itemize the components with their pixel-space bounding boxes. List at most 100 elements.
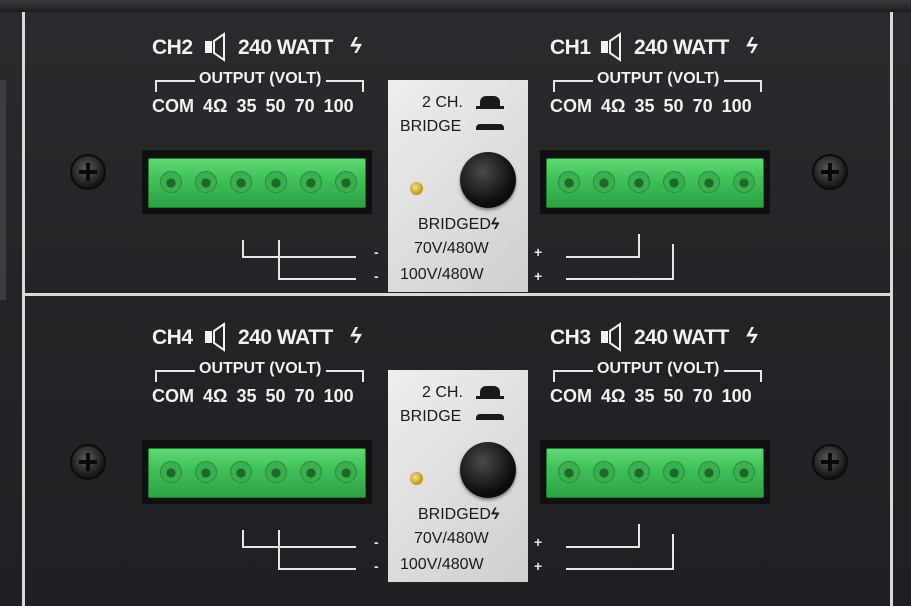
terminal-block bbox=[546, 158, 764, 208]
terminal-pin[interactable] bbox=[265, 171, 287, 193]
bridge-label: BRIDGE bbox=[400, 118, 462, 135]
volt-label: 50 bbox=[663, 96, 684, 116]
output-title-left: OUTPUT (VOLT) bbox=[199, 360, 322, 377]
terminal-pin[interactable] bbox=[300, 461, 322, 483]
screw-icon bbox=[70, 154, 106, 190]
two-channel-label: 2 CH. bbox=[422, 384, 463, 401]
channel-label-right: CH3 bbox=[550, 326, 591, 349]
polarity-minus: - bbox=[374, 244, 379, 260]
top-edge bbox=[0, 0, 911, 12]
bridged-100v-rating: 100V/480W bbox=[400, 266, 484, 283]
volt-label: 35 bbox=[634, 96, 655, 116]
volt-label: 70 bbox=[294, 386, 315, 406]
terminal-pin[interactable] bbox=[265, 461, 287, 483]
terminal-pin[interactable] bbox=[733, 171, 755, 193]
volt-label: 50 bbox=[265, 96, 286, 116]
terminal-pin[interactable] bbox=[593, 461, 615, 483]
lightning-icon: ϟ bbox=[490, 506, 500, 523]
terminal-pin[interactable] bbox=[698, 171, 720, 193]
wiring-line bbox=[278, 240, 356, 280]
terminal-block bbox=[148, 448, 366, 498]
output-volts-left: COM 4Ω 35 50 70 100 bbox=[152, 386, 354, 407]
terminal-pin[interactable] bbox=[558, 461, 580, 483]
switch-up-icon bbox=[476, 386, 504, 399]
screw-icon bbox=[70, 444, 106, 480]
volt-label: 35 bbox=[236, 96, 257, 116]
volt-label: 70 bbox=[294, 96, 315, 116]
bridged-label: BRIDGEDϟ bbox=[418, 216, 499, 234]
wiring-line bbox=[278, 530, 356, 570]
bridge-mode-plate: 2 CH. BRIDGE BRIDGEDϟ 70V/480W 100V/480W bbox=[388, 370, 528, 582]
watt-label-left: 240 WATT bbox=[238, 36, 333, 59]
channel-label-right: CH1 bbox=[550, 36, 591, 59]
volt-label: 100 bbox=[721, 96, 752, 116]
switch-up-icon bbox=[476, 96, 504, 109]
output-bracket-left-a bbox=[155, 80, 195, 92]
volt-label: 35 bbox=[634, 386, 655, 406]
bridge-label: BRIDGE bbox=[400, 408, 462, 425]
bridge-mode-plate: 2 CH. BRIDGE BRIDGEDϟ 70V/480W 100V/480W bbox=[388, 80, 528, 292]
volt-label: 4Ω bbox=[203, 96, 228, 116]
terminal-block bbox=[546, 448, 764, 498]
volt-label: 50 bbox=[663, 386, 684, 406]
bridged-text: BRIDGED bbox=[418, 506, 491, 523]
speaker-icon bbox=[205, 32, 225, 62]
bridged-70v-rating: 70V/480W bbox=[414, 530, 489, 547]
volt-label: COM bbox=[152, 386, 194, 406]
lightning-icon: ϟ bbox=[350, 33, 362, 58]
right-divider-line bbox=[890, 12, 893, 606]
volt-label: 4Ω bbox=[601, 96, 626, 116]
terminal-pin[interactable] bbox=[160, 171, 182, 193]
screw-icon bbox=[812, 154, 848, 190]
volt-label: 70 bbox=[692, 96, 713, 116]
terminal-pin[interactable] bbox=[195, 171, 217, 193]
polarity-minus: - bbox=[374, 268, 379, 284]
volt-label: 4Ω bbox=[203, 386, 228, 406]
left-edge-part bbox=[0, 80, 6, 300]
volt-label: 100 bbox=[721, 386, 752, 406]
output-volts-left: COM 4Ω 35 50 70 100 bbox=[152, 96, 354, 117]
bridge-led-indicator bbox=[410, 472, 423, 485]
terminal-pin[interactable] bbox=[230, 461, 252, 483]
terminal-pin[interactable] bbox=[230, 171, 252, 193]
polarity-plus: + bbox=[534, 268, 543, 284]
polarity-plus: + bbox=[534, 244, 543, 260]
terminal-pin[interactable] bbox=[558, 171, 580, 193]
output-terminal-left[interactable] bbox=[142, 150, 372, 214]
bridged-100v-rating: 100V/480W bbox=[400, 556, 484, 573]
bridge-mode-button[interactable] bbox=[460, 442, 516, 498]
terminal-pin[interactable] bbox=[663, 171, 685, 193]
volt-label: 70 bbox=[692, 386, 713, 406]
output-bracket-right-a bbox=[553, 80, 593, 92]
terminal-pin[interactable] bbox=[593, 171, 615, 193]
volt-label: 50 bbox=[265, 386, 286, 406]
terminal-pin[interactable] bbox=[335, 171, 357, 193]
terminal-pin[interactable] bbox=[628, 461, 650, 483]
terminal-pin[interactable] bbox=[698, 461, 720, 483]
terminal-pin[interactable] bbox=[733, 461, 755, 483]
bridged-70v-rating: 70V/480W bbox=[414, 240, 489, 257]
terminal-pin[interactable] bbox=[663, 461, 685, 483]
terminal-pin[interactable] bbox=[195, 461, 217, 483]
wiring-line bbox=[242, 530, 356, 548]
wiring-line bbox=[566, 524, 640, 548]
output-title-right: OUTPUT (VOLT) bbox=[597, 360, 720, 377]
terminal-pin[interactable] bbox=[160, 461, 182, 483]
terminal-pin[interactable] bbox=[335, 461, 357, 483]
lightning-icon: ϟ bbox=[350, 323, 362, 348]
terminal-pin[interactable] bbox=[628, 171, 650, 193]
polarity-plus: + bbox=[534, 534, 543, 550]
two-channel-label: 2 CH. bbox=[422, 94, 463, 111]
output-bracket-right-b bbox=[724, 370, 762, 382]
output-terminal-left[interactable] bbox=[142, 440, 372, 504]
speaker-icon bbox=[601, 32, 621, 62]
terminal-pin[interactable] bbox=[300, 171, 322, 193]
speaker-icon bbox=[205, 322, 225, 352]
output-terminal-right[interactable] bbox=[540, 440, 770, 504]
bridge-mode-button[interactable] bbox=[460, 152, 516, 208]
lightning-icon: ϟ bbox=[490, 216, 500, 233]
volt-label: 100 bbox=[323, 96, 354, 116]
output-terminal-right[interactable] bbox=[540, 150, 770, 214]
lower-section: CH4 240 WATT ϟ OUTPUT (VOLT) COM 4Ω 35 5… bbox=[0, 290, 911, 582]
